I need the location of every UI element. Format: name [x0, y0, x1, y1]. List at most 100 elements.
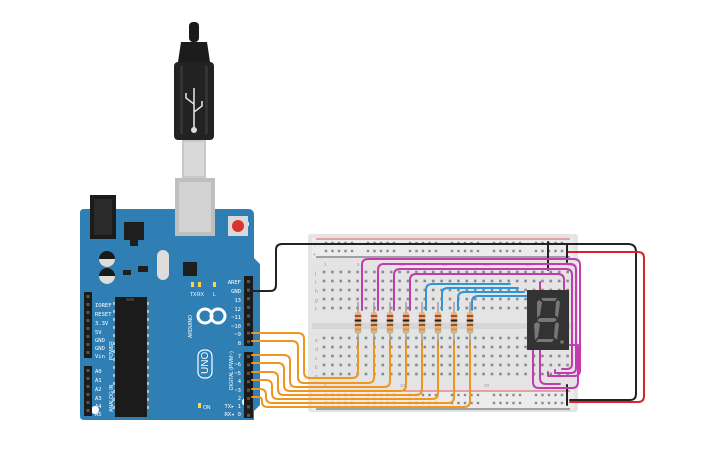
breadboard-hole[interactable] — [440, 354, 443, 358]
breadboard-hole[interactable] — [431, 372, 435, 376]
rail-hole[interactable] — [534, 401, 538, 405]
breadboard-hole[interactable] — [482, 345, 485, 349]
reset-button-cap[interactable] — [232, 220, 244, 232]
breadboard-hole[interactable] — [322, 354, 326, 358]
breadboard-hole[interactable] — [381, 297, 385, 301]
breadboard-hole[interactable] — [524, 288, 527, 292]
breadboard-hole[interactable] — [507, 306, 511, 310]
breadboard-hole[interactable] — [499, 288, 502, 292]
rail-hole[interactable] — [428, 393, 431, 397]
breadboard-hole[interactable] — [465, 279, 469, 283]
breadboard-hole[interactable] — [507, 288, 511, 292]
breadboard-hole[interactable] — [339, 363, 343, 367]
breadboard-hole[interactable] — [398, 297, 401, 301]
breadboard-hole[interactable] — [431, 336, 435, 340]
breadboard-hole[interactable] — [541, 354, 544, 358]
wire-segment-magenta-5[interactable] — [539, 281, 561, 385]
rail-hole[interactable] — [499, 249, 502, 253]
digital-pin-socket[interactable] — [247, 323, 250, 326]
breadboard-hole[interactable] — [566, 270, 569, 274]
breadboard-hole[interactable] — [322, 270, 326, 274]
breadboard-hole[interactable] — [541, 372, 544, 376]
rail-hole[interactable] — [434, 249, 438, 253]
wire-orange-pin6[interactable] — [251, 339, 407, 392]
resistor-array[interactable] — [354, 302, 474, 346]
breadboard-hole[interactable] — [515, 336, 519, 340]
breadboard-hole[interactable] — [373, 279, 376, 283]
breadboard-hole[interactable] — [440, 279, 443, 283]
breadboard-hole[interactable] — [524, 372, 527, 376]
breadboard-hole[interactable] — [423, 372, 427, 376]
usb-cable[interactable] — [174, 22, 214, 178]
rail-hole[interactable] — [554, 401, 557, 405]
digital-pin-socket[interactable] — [247, 413, 250, 417]
rail-hole[interactable] — [554, 249, 557, 253]
breadboard-hole[interactable] — [347, 306, 351, 310]
wire-vcc-red[interactable] — [567, 251, 645, 403]
resistor[interactable] — [354, 302, 362, 346]
digital-pin-socket[interactable] — [247, 380, 250, 384]
rail-hole[interactable] — [492, 393, 496, 397]
breadboard-hole[interactable] — [499, 354, 502, 358]
breadboard-hole[interactable] — [465, 372, 469, 376]
breadboard-hole[interactable] — [415, 288, 418, 292]
digital-pin-socket[interactable] — [247, 388, 250, 392]
resistor[interactable] — [466, 302, 474, 346]
breadboard-hole[interactable] — [448, 336, 452, 340]
breadboard-hole[interactable] — [381, 288, 385, 292]
resistor[interactable] — [402, 302, 410, 346]
breadboard-hole[interactable] — [482, 279, 485, 283]
breadboard-hole[interactable] — [406, 288, 410, 292]
breadboard-hole[interactable] — [364, 363, 368, 367]
breadboard-hole[interactable] — [473, 345, 477, 349]
rail-hole[interactable] — [518, 393, 522, 397]
breadboard-hole[interactable] — [423, 306, 427, 310]
breadboard-hole[interactable] — [423, 336, 427, 340]
rail-hole[interactable] — [541, 401, 544, 405]
breadboard-hole[interactable] — [440, 270, 443, 274]
wire-orange-pin9[interactable] — [251, 332, 359, 379]
breadboard-hole[interactable] — [473, 363, 477, 367]
breadboard-hole[interactable] — [507, 354, 511, 358]
rail-hole[interactable] — [457, 249, 460, 253]
digital-pin-socket[interactable] — [247, 288, 250, 292]
breadboard-hole[interactable] — [465, 306, 469, 310]
breadboard-hole[interactable] — [499, 270, 502, 274]
wires[interactable] — [251, 241, 645, 408]
breadboard-hole[interactable] — [515, 345, 519, 349]
breadboard-hole[interactable] — [373, 297, 376, 301]
breadboard-hole[interactable] — [415, 279, 418, 283]
breadboard-hole[interactable] — [507, 363, 511, 367]
breadboard-hole[interactable] — [415, 336, 418, 340]
breadboard-hole[interactable] — [423, 279, 427, 283]
breadboard-hole[interactable] — [431, 297, 435, 301]
breadboard-hole[interactable] — [473, 270, 477, 274]
rail-hole[interactable] — [492, 401, 496, 405]
digital-pin-socket[interactable] — [247, 371, 250, 375]
breadboard-hole[interactable] — [398, 306, 401, 310]
breadboard-hole[interactable] — [507, 336, 511, 340]
rail-hole[interactable] — [331, 249, 334, 253]
breadboard-hole[interactable] — [347, 336, 351, 340]
breadboard-hole[interactable] — [457, 279, 460, 283]
breadboard-hole[interactable] — [465, 336, 469, 340]
breadboard-hole[interactable] — [389, 297, 393, 301]
wire-orange-pin2[interactable] — [251, 339, 471, 408]
breadboard-hole[interactable] — [423, 270, 427, 274]
breadboard-hole[interactable] — [423, 288, 427, 292]
breadboard-hole[interactable] — [465, 297, 469, 301]
wire-segment-magenta-3[interactable] — [393, 268, 573, 370]
breadboard-hole[interactable] — [515, 306, 519, 310]
breadboard-hole[interactable] — [524, 363, 527, 367]
digital-pin-socket[interactable] — [247, 305, 250, 309]
breadboard-hole[interactable] — [490, 336, 494, 340]
rail-hole[interactable] — [457, 401, 460, 405]
rail-hole[interactable] — [547, 401, 551, 405]
breadboard-hole[interactable] — [331, 372, 334, 376]
breadboard-hole[interactable] — [499, 297, 502, 301]
breadboard-hole[interactable] — [389, 306, 393, 310]
breadboard-hole[interactable] — [515, 372, 519, 376]
breadboard-hole[interactable] — [473, 279, 477, 283]
wire-segment-magenta-4[interactable] — [409, 273, 565, 311]
breadboard-hole[interactable] — [515, 270, 519, 274]
